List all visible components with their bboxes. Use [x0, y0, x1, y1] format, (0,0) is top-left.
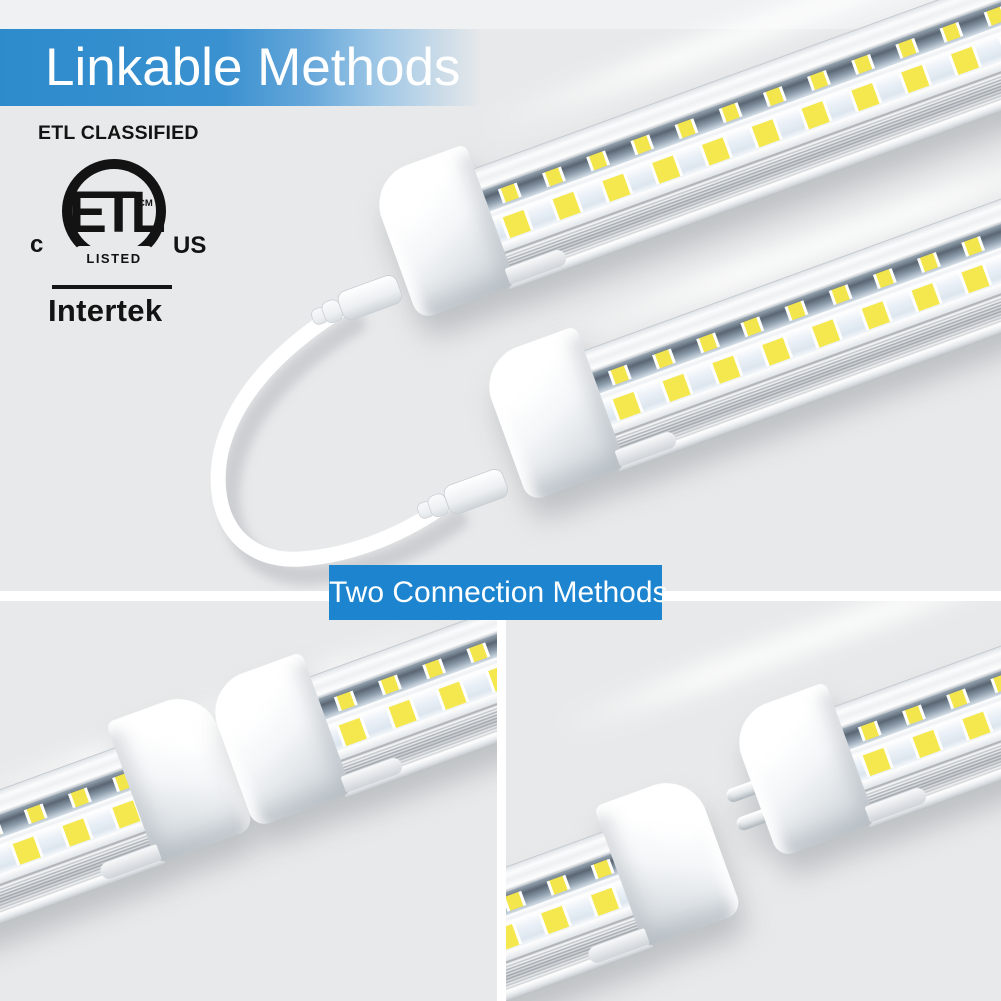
etl-mark-c: c [30, 231, 43, 258]
connection-methods-label: Two Connection Methods [329, 576, 668, 609]
page-title: Linkable Methods [45, 38, 461, 97]
connection-methods-banner: Two Connection Methods [329, 565, 668, 620]
cable-plug [417, 469, 508, 519]
etl-mark-icon: ETL CM c US LISTED [30, 159, 206, 270]
section-direct-connection [0, 601, 497, 1001]
etl-classified-label: ETL CLASSIFIED [38, 122, 199, 144]
cable-wire [210, 300, 454, 567]
title-banner: Linkable Methods [0, 29, 497, 106]
section-cable-linked-tubes [0, 0, 1001, 591]
etl-mark-letters: ETL [68, 180, 164, 245]
led-tube-left [506, 771, 744, 1001]
etl-mark-tm: CM [138, 198, 153, 209]
intertek-divider-line [52, 285, 172, 289]
etl-mark-listed: LISTED [86, 251, 141, 266]
cable-plug [311, 275, 402, 325]
led-tube-left [0, 687, 256, 1001]
intertek-label: Intertek [48, 293, 163, 328]
etl-certification: ETL CLASSIFIED ETL CM c US LISTED Intert… [28, 122, 228, 329]
vertical-divider [497, 601, 506, 1001]
led-tube-right [203, 601, 497, 830]
section-pin-connection [506, 601, 1001, 1001]
linking-cable [210, 275, 508, 586]
etl-mark-us: US [173, 232, 206, 259]
